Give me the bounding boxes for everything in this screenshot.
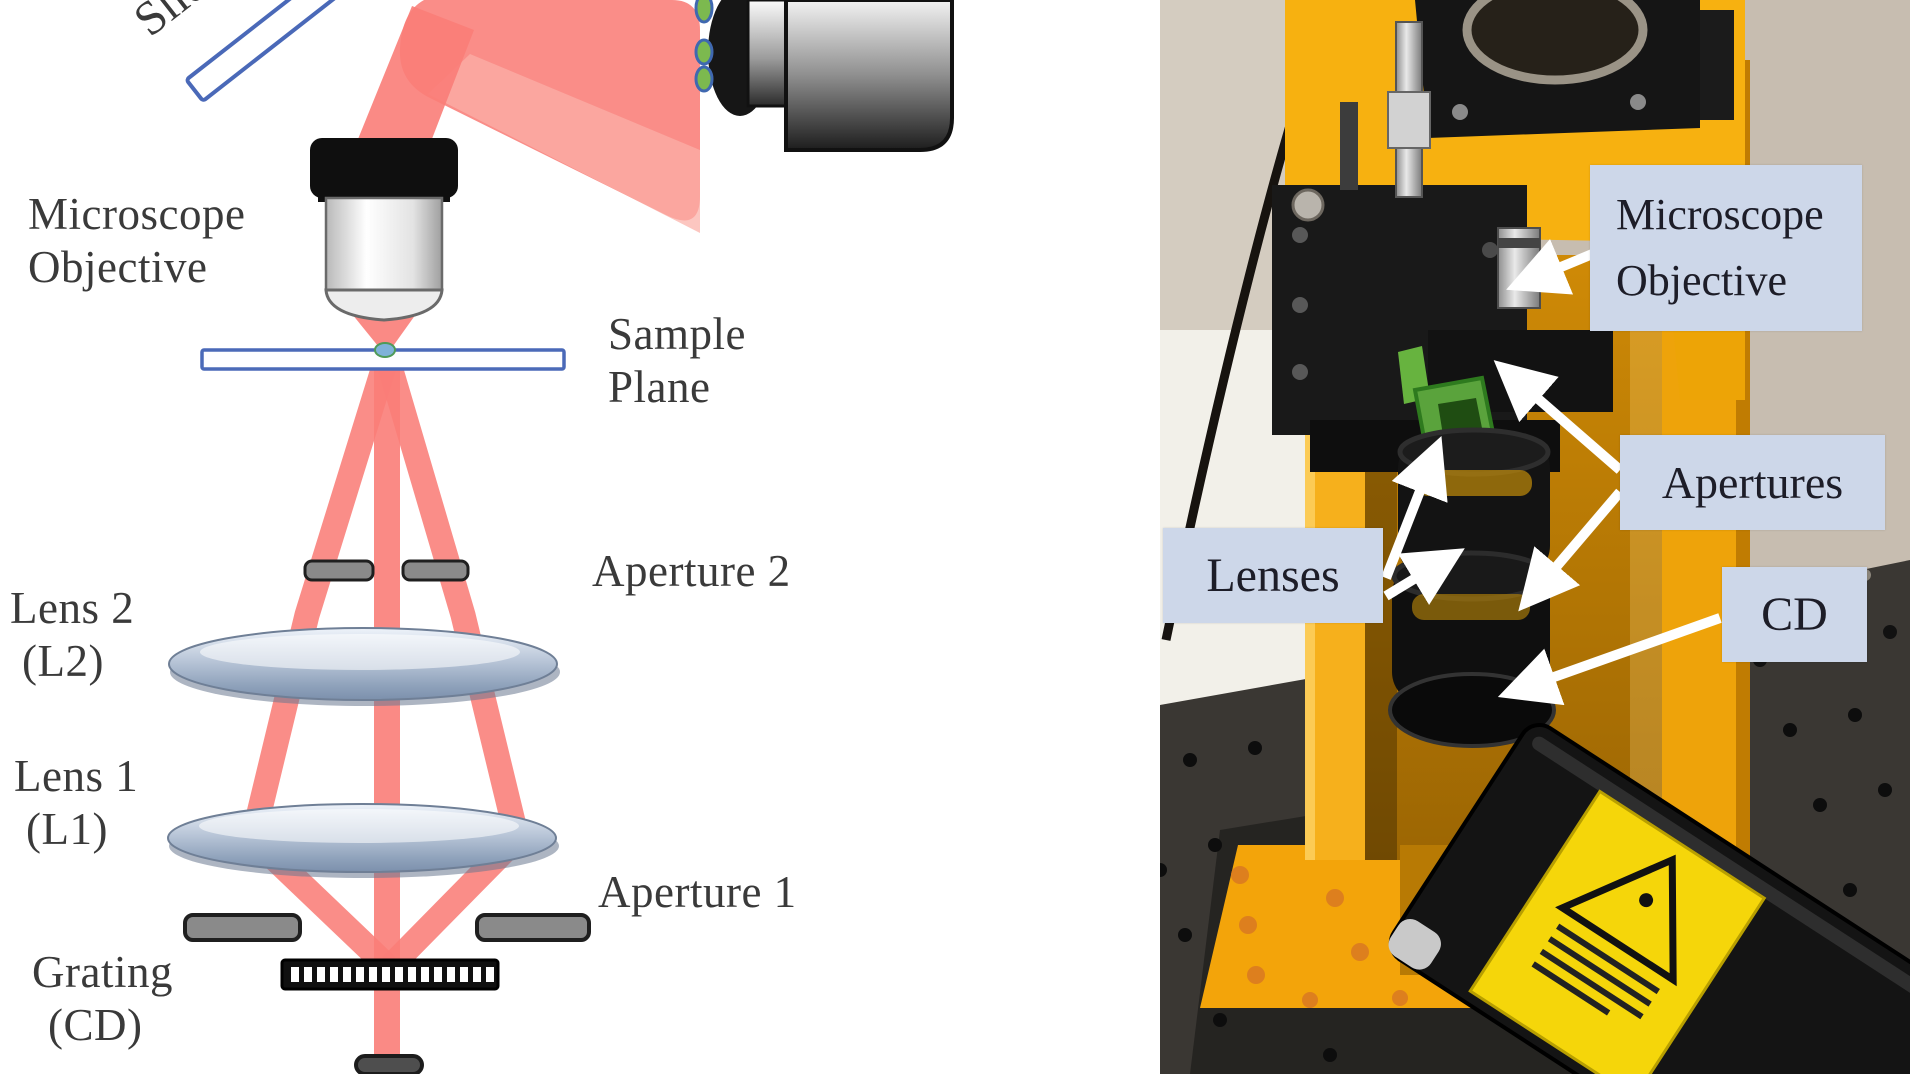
lens1-graphic bbox=[167, 803, 559, 878]
sample-dot bbox=[374, 342, 396, 358]
base-screws bbox=[1231, 866, 1408, 1008]
beam-focus-cone bbox=[352, 314, 416, 356]
photo-apertures-label: Apertures bbox=[1620, 435, 1885, 530]
slide-label: Slide bbox=[124, 0, 234, 47]
lens1-label: Lens 1 (L1) bbox=[14, 751, 139, 855]
schematic-panel: Slide bbox=[124, 0, 954, 1074]
objective-label: Microscope Objective bbox=[28, 189, 246, 293]
arrow-aperture-bottom bbox=[1518, 488, 1624, 612]
aperture2-label: Aperture 2 bbox=[592, 546, 791, 596]
aperture1-graphic bbox=[183, 913, 591, 942]
laser-source-graphic bbox=[354, 1054, 424, 1074]
grating-graphic bbox=[280, 958, 500, 991]
lens2-graphic bbox=[168, 627, 560, 706]
aperture2-graphic bbox=[303, 559, 470, 582]
photo-cd-label: CD bbox=[1722, 567, 1867, 662]
camera-body bbox=[784, 0, 954, 152]
arrow-cd bbox=[1497, 613, 1722, 706]
objective-graphic bbox=[310, 138, 458, 322]
post bbox=[1340, 102, 1358, 190]
beam-diffraction-left bbox=[240, 356, 398, 976]
aperture1-label: Aperture 1 bbox=[598, 867, 797, 917]
hex-bolt bbox=[1291, 188, 1325, 222]
arrow-lens-top bbox=[1381, 436, 1448, 580]
beam-diffraction-right bbox=[376, 356, 530, 975]
slide-glass bbox=[185, 0, 381, 102]
laser-pointer bbox=[1388, 723, 1910, 1074]
annotation-arrows bbox=[1381, 239, 1722, 706]
beam-to-camera-highlight bbox=[428, 54, 700, 233]
kinematic-mount bbox=[1415, 0, 1734, 138]
laser-warning-label bbox=[1468, 789, 1767, 1074]
beam-cone-upper bbox=[356, 6, 474, 144]
camera-sensor-leds bbox=[694, 0, 714, 93]
sample-plane-label: Sample Plane bbox=[608, 309, 746, 413]
arrow-objective bbox=[1506, 239, 1604, 295]
arrow-lens-bottom bbox=[1383, 548, 1465, 605]
photo-lenses-label: Lenses bbox=[1163, 528, 1383, 623]
photo-panel: Microscope Objective Apertures Lenses CD bbox=[1160, 0, 1910, 1074]
arrow-aperture-top bbox=[1493, 360, 1624, 474]
grating-label: Grating (CD) bbox=[32, 947, 173, 1051]
photo-objective-label: Microscope Objective bbox=[1590, 165, 1862, 331]
lens2-label: Lens 2 (L2) bbox=[10, 583, 135, 687]
